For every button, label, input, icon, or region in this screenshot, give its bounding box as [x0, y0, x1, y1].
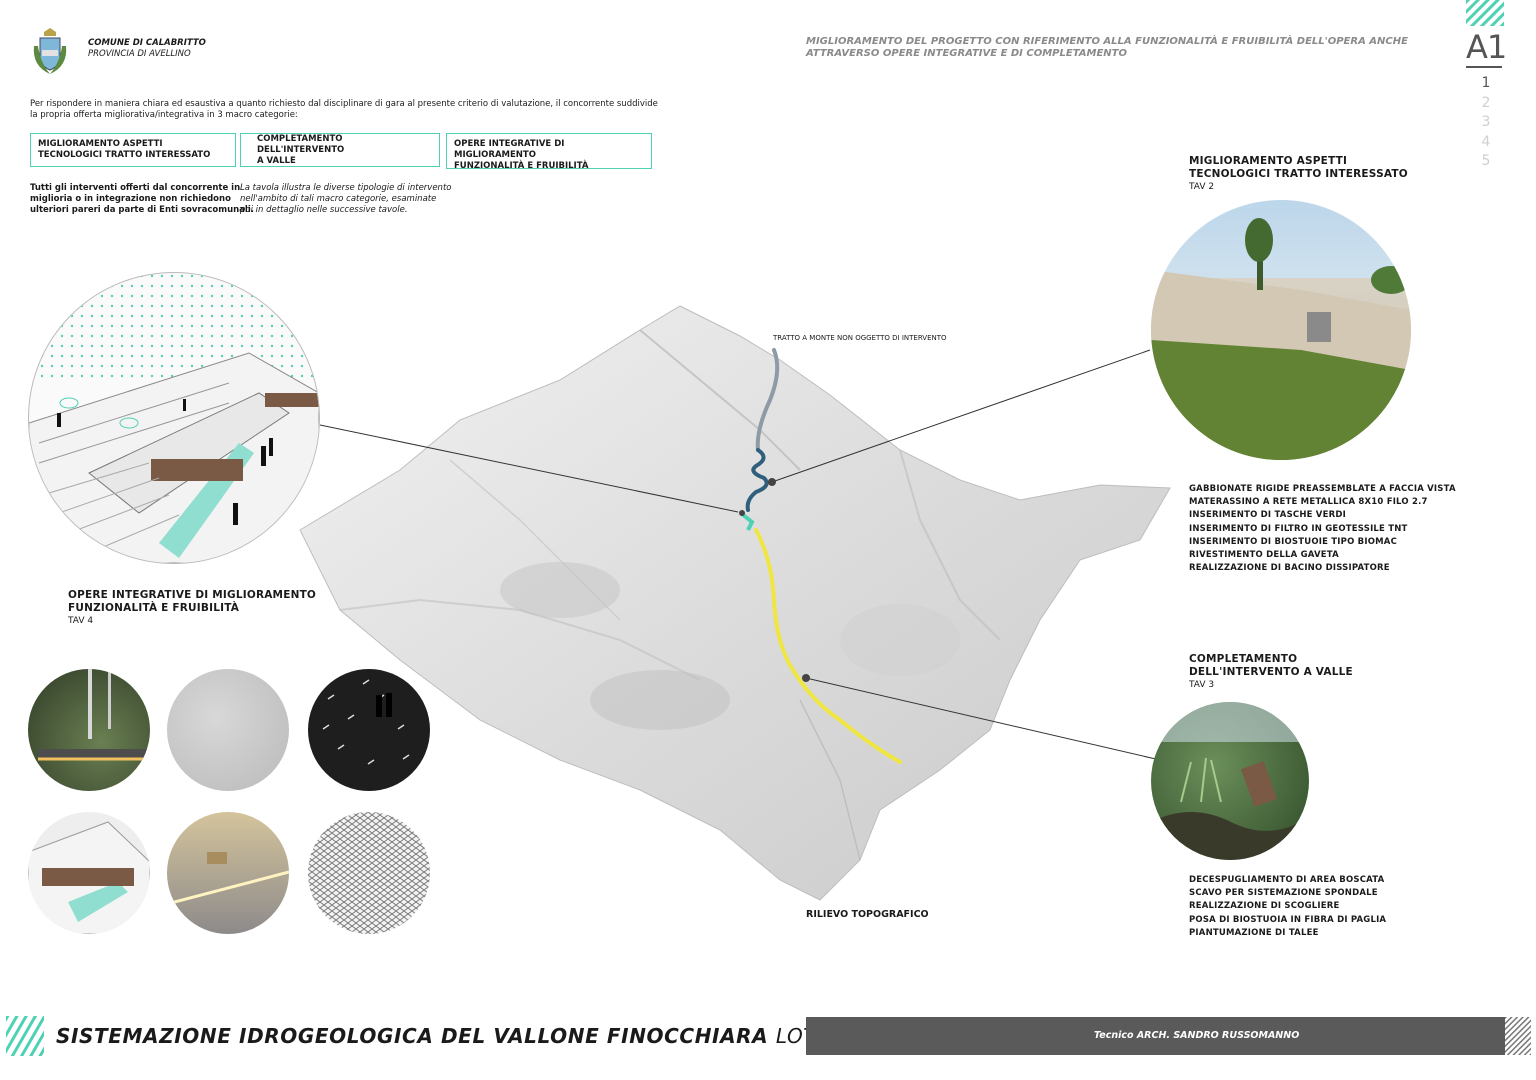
- valle-item: POSA DI BIOSTUOIA IN FIBRA DI PAGLIA: [1189, 914, 1387, 925]
- sheet-code-underline: [1466, 66, 1502, 68]
- subject-line-1: MIGLIORAMENTO DEL PROGETTO CON RIFERIMEN…: [806, 36, 1408, 47]
- river-valley: [754, 528, 902, 764]
- river-upstream: [755, 348, 780, 452]
- valle-title-line-2: DELL'INTERVENTO A VALLE: [1189, 666, 1353, 678]
- sheet-code: A1: [1466, 28, 1507, 66]
- leader-line-tech: [771, 349, 1151, 483]
- note-left-line-3: ulteriori pareri da parte di Enti sovrac…: [30, 205, 254, 215]
- river-intervention: [745, 448, 769, 512]
- thumb-metal-mesh: [308, 812, 430, 934]
- marker-opere: [739, 510, 745, 516]
- tech-items-list: GABBIONATE RIGIDE PREASSEMBLATE A FACCIA…: [1189, 483, 1456, 575]
- footer-hatch-icon: [6, 1016, 44, 1056]
- opere-illustration: [28, 272, 320, 564]
- tech-title: MIGLIORAMENTO ASPETTI TECNOLOGICI TRATTO…: [1189, 155, 1408, 181]
- opere-title-line-2: FUNZIONALITÀ E FRUIBILITÀ: [68, 602, 240, 614]
- sheet-index: 1 2 3 4 5: [1476, 74, 1496, 172]
- footer-bar-hatch-icon: [1505, 1017, 1531, 1055]
- sheet-index-2[interactable]: 2: [1481, 94, 1491, 111]
- terrain-shade-2: [590, 670, 730, 730]
- marker-tech: [768, 478, 776, 486]
- project-title: SISTEMAZIONE IDROGEOLOGICA DEL VALLONE F…: [56, 1024, 866, 1048]
- opere-axonometric-drawing: [29, 273, 319, 563]
- tech-item: REALIZZAZIONE DI BACINO DISSIPATORE: [1189, 563, 1390, 574]
- sheet-index-5[interactable]: 5: [1481, 153, 1491, 169]
- opere-title: OPERE INTEGRATIVE DI MIGLIORAMENTO FUNZI…: [68, 589, 316, 615]
- category-opere-line-1: OPERE INTEGRATIVE DI MIGLIORAMENTO: [454, 139, 565, 160]
- tech-tav: TAV 2: [1189, 182, 1215, 192]
- sheet-index-3[interactable]: 3: [1481, 114, 1491, 130]
- tech-item: INSERIMENTO DI FILTRO IN GEOTESSILE TNT: [1189, 523, 1408, 534]
- category-opere-line-2: FUNZIONALITÀ E FRUIBILITÀ: [454, 161, 589, 171]
- valle-title: COMPLETAMENTO DELL'INTERVENTO A VALLE: [1189, 653, 1353, 679]
- technician-name: Tecnico ARCH. SANDRO RUSSOMANNO: [1094, 1030, 1300, 1041]
- note-left-line-2: miglioria o in integrazione non richiedo…: [30, 194, 231, 204]
- tech-title-line-1: MIGLIORAMENTO ASPETTI: [1189, 155, 1348, 167]
- tech-title-line-2: TECNOLOGICI TRATTO INTERESSATO: [1189, 168, 1408, 180]
- marker-valle: [802, 674, 810, 682]
- terrain-ridge-5: [799, 699, 861, 861]
- valle-title-line-1: COMPLETAMENTO: [1189, 653, 1298, 665]
- valle-item: DECESPUGLIAMENTO DI AREA BOSCATA: [1189, 875, 1385, 885]
- category-tech-line-2: TECNOLOGICI TRATTO INTERESSATO: [38, 150, 211, 160]
- sheet-index-1[interactable]: 1: [1481, 75, 1491, 91]
- thumb-lit-interior: [167, 812, 289, 934]
- valle-items-list: DECESPUGLIAMENTO DI AREA BOSCATA SCAVO P…: [1189, 874, 1386, 940]
- intro-line-1: Per rispondere in maniera chiara ed esau…: [30, 99, 658, 109]
- terrain-shade-1: [500, 562, 620, 618]
- subject-line-2: ATTRAVERSO OPERE INTEGRATIVE E DI COMPLE…: [806, 48, 1127, 59]
- thumb-dark-paving: [308, 669, 430, 791]
- opere-tav: TAV 4: [68, 616, 94, 626]
- intro-text: Per rispondere in maniera chiara ed esau…: [30, 99, 670, 121]
- map-caption: RILIEVO TOPOGRAFICO: [806, 909, 929, 920]
- sheet-index-4[interactable]: 4: [1481, 133, 1491, 150]
- tech-item: INSERIMENTO DI BIOSTUOIE TIPO BIOMAC: [1189, 536, 1398, 547]
- tech-item: GABBIONATE RIGIDE PREASSEMBLATE A FACCIA…: [1189, 484, 1456, 494]
- valle-item: SCAVO PER SISTEMAZIONE SPONDALE: [1189, 888, 1378, 899]
- subject-heading: MIGLIORAMENTO DEL PROGETTO CON RIFERIMEN…: [806, 36, 1408, 60]
- project-title-main: SISTEMAZIONE IDROGEOLOGICA DEL VALLONE F…: [56, 1024, 769, 1048]
- note-right: La tavola illustra le diverse tipologie …: [240, 183, 451, 216]
- category-valle-line-2: A VALLE: [257, 155, 296, 166]
- terrain-ridge-3: [899, 449, 1001, 641]
- province-name: PROVINCIA DI AVELLINO: [88, 49, 191, 59]
- river-junction: [740, 512, 755, 531]
- terrain-surface: [299, 305, 1171, 901]
- leader-line-valle: [805, 677, 1161, 761]
- note-left: Tutti gli interventi offerti dal concorr…: [30, 183, 254, 216]
- thumb-green-bench: [28, 669, 150, 791]
- hatch-stripes-icon: [1466, 0, 1504, 26]
- category-valle-line-1: COMPLETAMENTO DELL'INTERVENTO: [257, 133, 345, 155]
- opere-title-line-1: OPERE INTEGRATIVE DI MIGLIORAMENTO: [68, 589, 317, 601]
- thumb-stair-sketch: [28, 812, 150, 934]
- note-right-line-1: La tavola illustra le diverse tipologie …: [240, 183, 452, 193]
- gabion-wall-photo: [1151, 200, 1411, 460]
- leader-line-opere: [319, 424, 739, 513]
- note-left-line-1: Tutti gli interventi offerti dal concorr…: [30, 183, 241, 193]
- tech-item: INSERIMENTO DI TASCHE VERDI: [1189, 510, 1346, 521]
- valle-tav: TAV 3: [1189, 680, 1215, 690]
- terrain-ridge-1: [639, 329, 801, 471]
- note-right-line-3: poi in dettaglio nelle successive tavole…: [240, 205, 408, 215]
- valle-item: REALIZZAZIONE DI SCOGLIERE: [1189, 901, 1340, 912]
- municipality-name: COMUNE DI CALABRITTO: [88, 38, 206, 48]
- category-tech-line-1: MIGLIORAMENTO ASPETTI: [38, 139, 163, 149]
- note-right-line-2: nell'ambito di tali macro categorie, esa…: [240, 194, 437, 204]
- thumb-concrete-texture: [167, 669, 289, 791]
- tech-item: MATERASSINO A RETE METALLICA 8X10 FILO 2…: [1189, 497, 1428, 508]
- intro-line-2: la propria offerta migliorativa/integrat…: [30, 110, 298, 120]
- coat-of-arms-icon: [33, 28, 67, 74]
- valle-item: PIANTUMAZIONE DI TALEE: [1189, 927, 1319, 938]
- upstream-label: TRATTO A MONTE NON OGGETTO DI INTERVENTO: [773, 334, 947, 342]
- tech-item: RIVESTIMENTO DELLA GAVETA: [1189, 550, 1339, 561]
- terrain-shade-3: [840, 604, 960, 676]
- technician-bar: Tecnico ARCH. SANDRO RUSSOMANNO: [806, 1017, 1505, 1055]
- riverbank-vegetation-photo: [1151, 702, 1309, 860]
